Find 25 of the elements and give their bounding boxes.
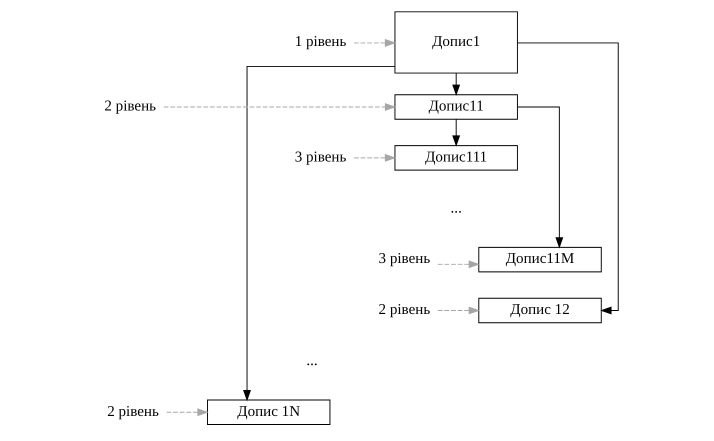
- arrow: [353, 38, 396, 47]
- arrow: [353, 154, 396, 162]
- label: ...: [306, 352, 318, 369]
- arrow: [166, 408, 208, 416]
- node-box: Допис11M: [478, 246, 602, 272]
- arrow: [162, 103, 396, 111]
- node-text: 2 рівень: [104, 98, 156, 115]
- node-box: Допис 12: [478, 298, 602, 324]
- arrow: [516, 106, 563, 249]
- arrow: [452, 72, 460, 96]
- node-text: 1 рівень: [294, 34, 346, 50]
- node-box: Допис1: [394, 11, 518, 74]
- node-box: Допис 1N: [206, 400, 330, 425]
- node-box: Допис11: [394, 94, 518, 120]
- node-text: 3 рівень: [378, 251, 430, 268]
- arrow: [516, 42, 618, 314]
- arrow: [436, 306, 480, 314]
- label: ...: [450, 200, 462, 216]
- arrow: [452, 118, 460, 147]
- arrow: [436, 260, 480, 268]
- node-text: 2 рівень: [106, 404, 158, 420]
- node-text: 3 рівень: [294, 149, 346, 166]
- arrow: [242, 66, 395, 402]
- node-box: Допис111: [394, 145, 518, 171]
- node-text: 2 рівень: [378, 302, 430, 318]
